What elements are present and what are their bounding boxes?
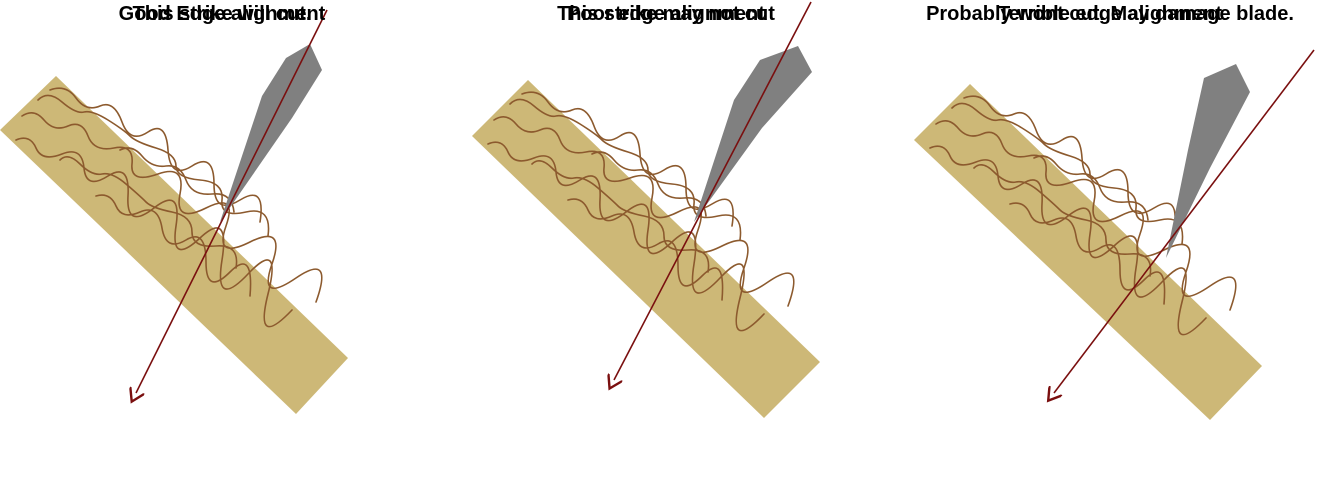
strike-trajectory-arrow xyxy=(1054,49,1315,393)
wood-grain xyxy=(487,91,795,332)
panel-poor-alignment: Poor edge alignment This strike may not … xyxy=(444,0,888,502)
caption-title: Terrible edge alignment xyxy=(997,3,1223,25)
blade xyxy=(694,46,812,222)
panel-good-alignment: Good Edge alignment This strike will cut… xyxy=(0,0,444,502)
wood-board xyxy=(472,80,820,418)
diagram-poor-alignment xyxy=(472,1,820,418)
strike-trajectory-arrow xyxy=(614,1,812,380)
diagram-terrible-alignment xyxy=(914,49,1315,420)
wood-grain xyxy=(929,95,1237,336)
caption-subtitle: This strike may not cut xyxy=(557,3,775,25)
diagram-good-alignment xyxy=(0,9,348,414)
caption-title: Poor edge alignment xyxy=(567,3,765,25)
strike-trajectory-arrow xyxy=(136,9,328,393)
blade xyxy=(1166,64,1250,258)
caption-subtitle: This strike will cut. xyxy=(132,3,312,25)
caption-subtitle: Probably wont cut. May damage blade. xyxy=(926,3,1294,25)
caption-title: Good Edge alignment xyxy=(118,3,326,25)
blade xyxy=(220,44,322,222)
panel-terrible-alignment: Terrible edge alignment Probably wont cu… xyxy=(888,0,1332,502)
wood-board xyxy=(0,76,348,414)
wood-grain xyxy=(15,87,323,328)
